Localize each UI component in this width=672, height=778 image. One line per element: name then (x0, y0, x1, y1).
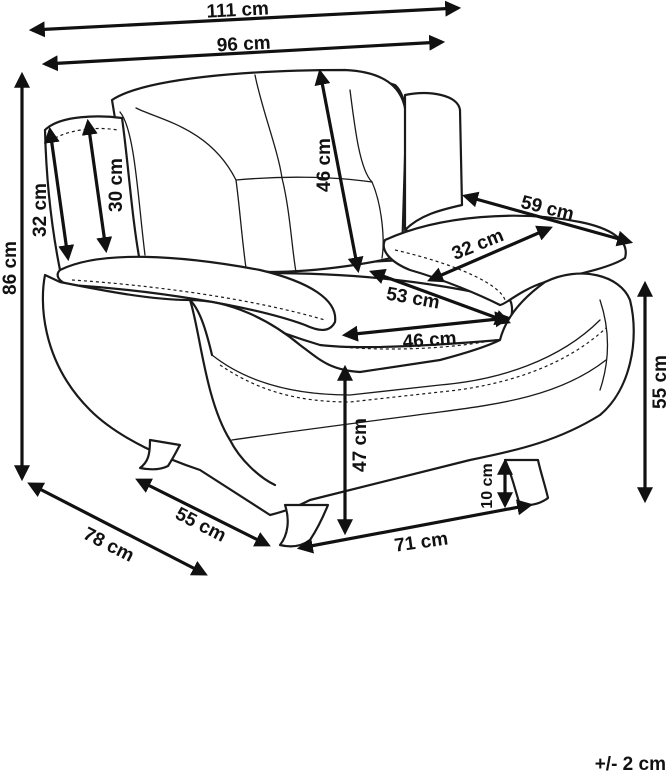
tolerance-note: +/- 2 cm (594, 754, 666, 775)
label-front-width: 71 cm (393, 528, 449, 556)
label-total-width: 111 cm (206, 0, 269, 23)
label-armrest-height-outer: 32 cm (30, 183, 51, 237)
label-seat-height: 47 cm (350, 418, 371, 472)
label-back-width: 96 cm (216, 33, 271, 57)
label-leg-height: 10 cm (479, 463, 496, 508)
label-armrest-height-inner: 30 cm (106, 158, 127, 212)
label-total-depth: 78 cm (80, 524, 138, 567)
label-side-height: 55 cm (650, 355, 671, 409)
armchair-drawing (41, 68, 635, 548)
label-total-height: 86 cm (0, 241, 21, 295)
label-backrest-height: 46 cm (314, 138, 335, 192)
label-seat-width-top: 46 cm (402, 328, 457, 353)
dimension-lines (14, 0, 653, 576)
